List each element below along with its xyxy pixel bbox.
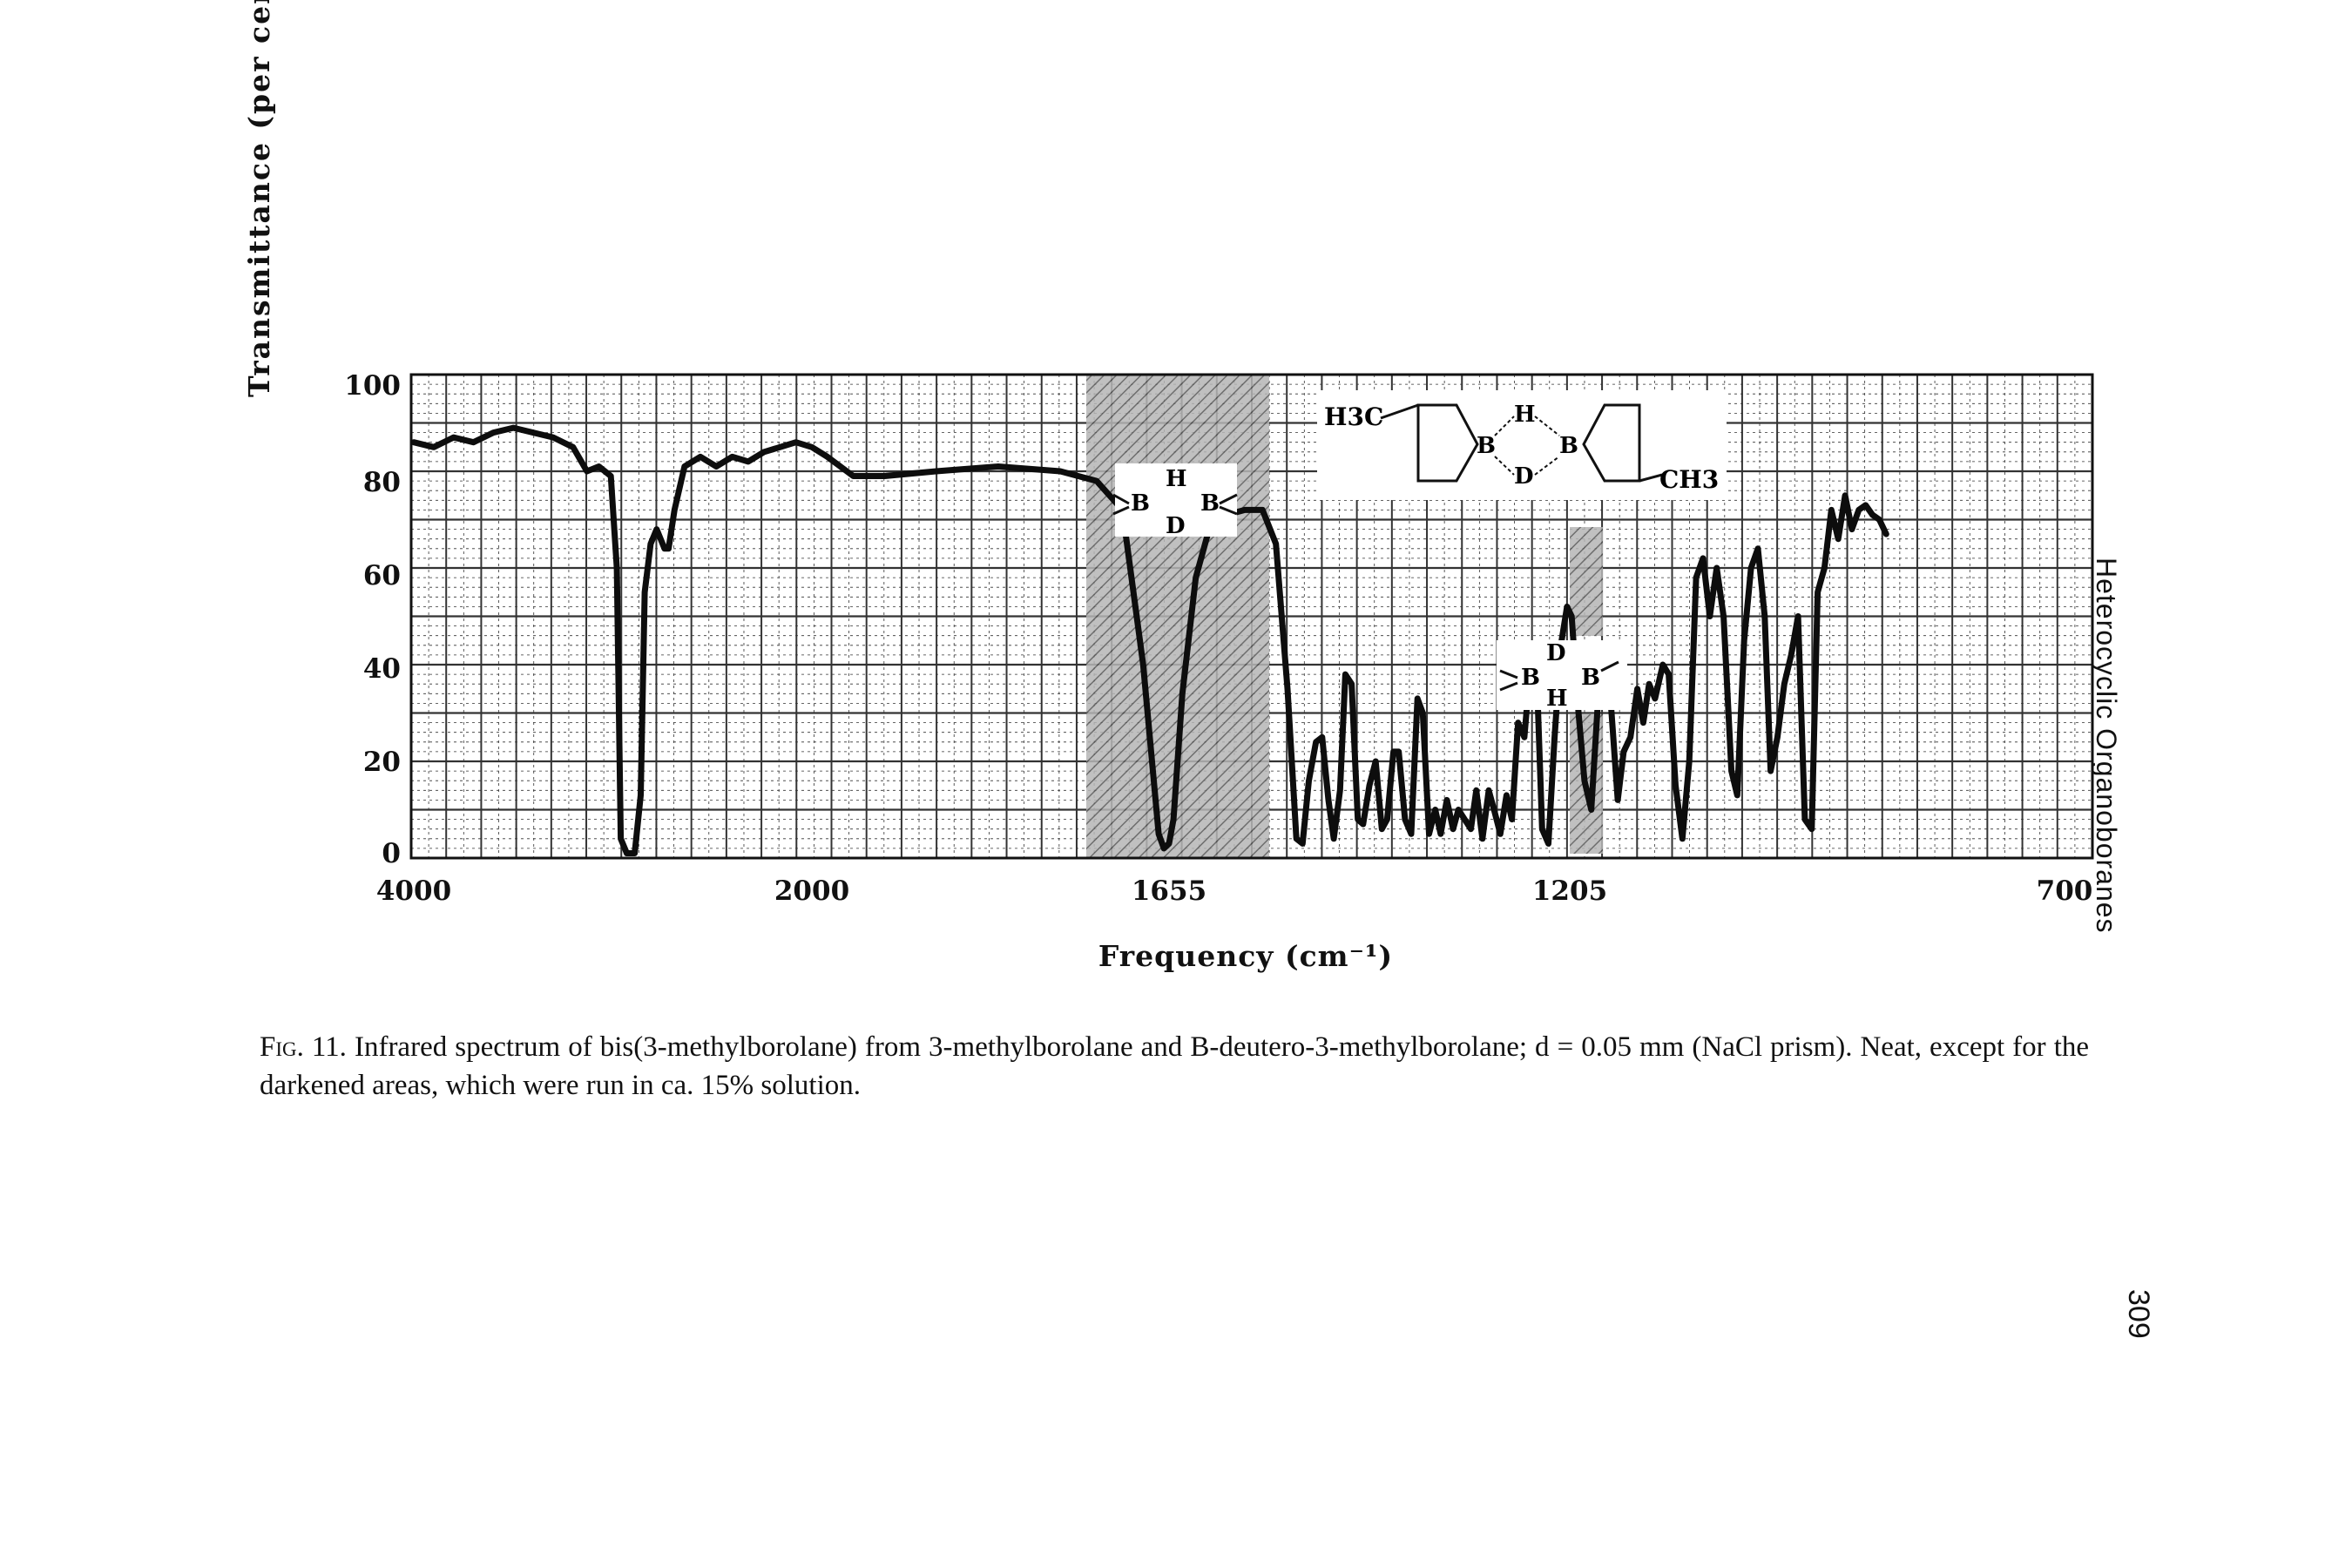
structure-b-left: B (1477, 433, 1496, 459)
x-tick-label: 1205 (1531, 875, 1608, 907)
shaded-band-1205-upper (1570, 527, 1603, 636)
svg-text:B: B (1200, 490, 1220, 517)
x-tick-label: 1655 (1131, 875, 1207, 907)
spectrum-line (410, 424, 1889, 856)
plot-frame (409, 373, 2094, 860)
page-number: 309 (2122, 1289, 2155, 1339)
structure-h3c: H3C (1324, 402, 1383, 431)
y-tick-label: 40 (362, 653, 401, 685)
y-tick-label: 80 (362, 467, 401, 498)
svg-text:D: D (1546, 640, 1566, 666)
y-tick-label: 100 (344, 370, 401, 402)
bridge-label-1205: D B B H (1497, 640, 1627, 712)
x-axis-label: Frequency (cm⁻¹) (1098, 939, 1394, 973)
y-axis-label: Transmittance (per cent) (242, 0, 276, 397)
caption-label: Fig. 11. (260, 1031, 347, 1063)
structure-ch3: CH3 (1659, 465, 1719, 494)
svg-text:B: B (1521, 665, 1540, 691)
structure-d: D (1514, 463, 1534, 490)
svg-text:D: D (1166, 513, 1186, 539)
x-tick-label: 2000 (774, 875, 850, 907)
structure-b-right: B (1559, 433, 1578, 459)
svg-text:B: B (1581, 665, 1600, 691)
svg-text:B: B (1131, 490, 1150, 517)
running-head: Heterocyclic Organoboranes (2091, 558, 2122, 934)
y-tick-label: 60 (362, 560, 401, 591)
svg-text:H: H (1166, 466, 1187, 492)
y-tick-label: 0 (382, 838, 401, 869)
figure-caption: Fig. 11. Infrared spectrum of bis(3-meth… (260, 1028, 2089, 1105)
x-tick-label: 700 (2036, 875, 2093, 907)
caption-text: Infrared spectrum of bis(3-methylborolan… (260, 1031, 2090, 1101)
y-tick-label: 20 (362, 747, 401, 778)
structure-h: H (1514, 402, 1536, 428)
bridge-label-1655: H B B D (1112, 463, 1238, 539)
svg-text:H: H (1546, 686, 1568, 712)
x-tick-label: 4000 (375, 875, 452, 907)
structure-inset: H3C B H B D CH3 (1317, 390, 1727, 500)
